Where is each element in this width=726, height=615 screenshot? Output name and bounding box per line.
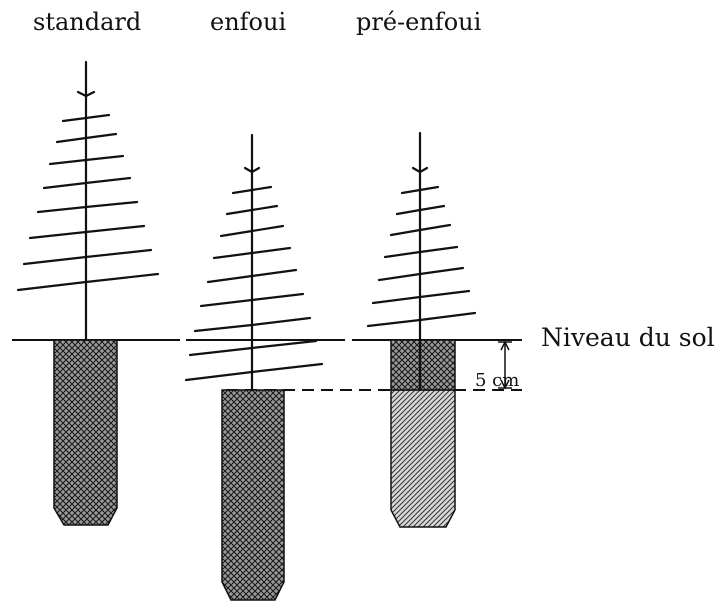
pre-enfoui-upper-plug (391, 340, 455, 390)
standard-root-plug (54, 340, 117, 525)
ground-level-label: Niveau du sol (541, 325, 715, 350)
standard-label: standard (33, 10, 141, 34)
pre-enfoui-label: pré-enfoui (356, 10, 481, 34)
depth-label: 5 cm (475, 372, 519, 390)
enfoui-label: enfoui (210, 10, 286, 34)
standard-seedling (18, 62, 158, 525)
pre-enfoui-seedling (368, 133, 475, 527)
enfoui-root-plug (222, 390, 284, 600)
pre-enfoui-lower-plug (391, 390, 455, 527)
enfoui-seedling (186, 135, 322, 600)
